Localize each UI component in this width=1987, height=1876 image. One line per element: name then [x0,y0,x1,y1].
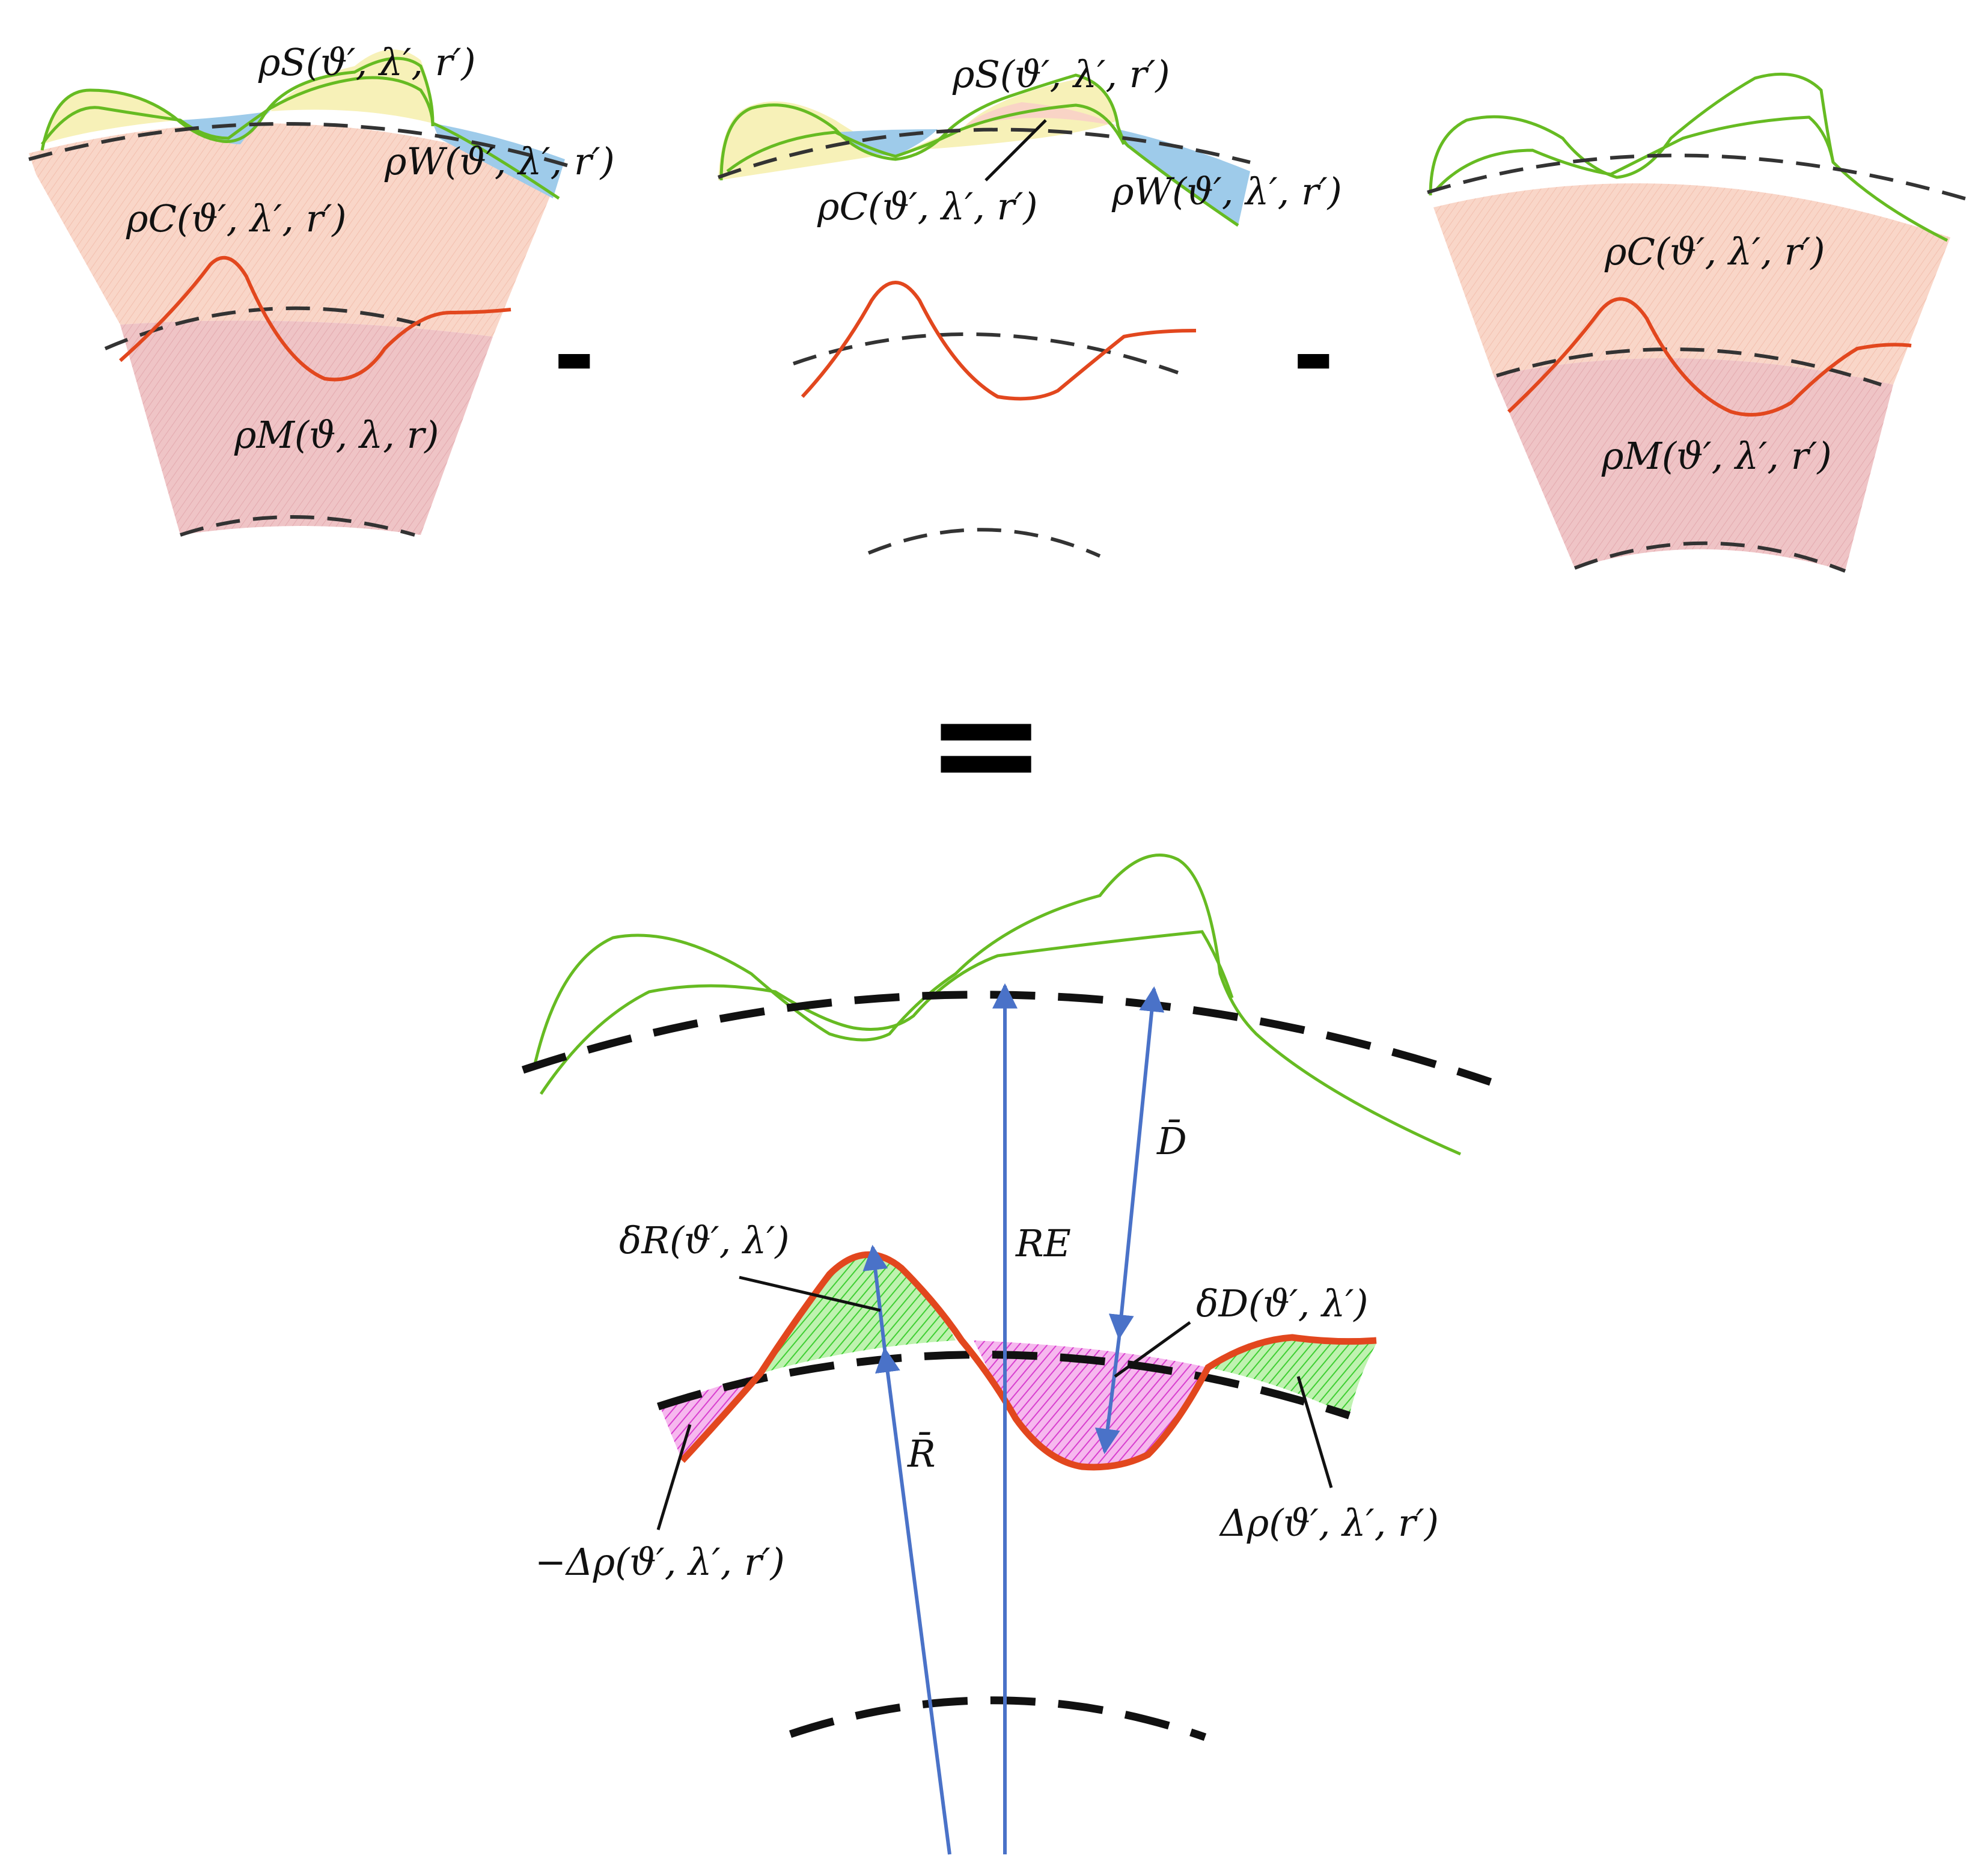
positive-anomaly-peak [760,1254,956,1373]
moho-reference-line [1496,347,1882,387]
sediment-region [42,90,180,144]
crust-region [1433,183,1950,385]
r-bar-label: R̄ [907,1432,936,1476]
upper-crust-band [29,123,559,174]
rho-c-label: ρC(ϑ′, λ′, r′) [1604,230,1825,273]
rho-m-label: ρM(ϑ, λ, r) [234,413,439,457]
delta-r-leader-line [739,1276,881,1312]
crust-sliver [962,102,1118,129]
water-region-small [180,111,270,144]
equals-operator: = [926,659,1046,828]
delta-rho-label: Δρ(ϑ′, λ′, r′) [1219,1501,1439,1545]
panel-bottom: D̄ RE δR(ϑ′, λ′) δD(ϑ′, λ′) R̄ −Δρ(ϑ′, λ… [521,854,1492,1855]
minus-operator: - [553,296,596,415]
reference-surface-line [1427,153,1975,203]
rbar-arrow [874,1346,951,1855]
rho-w-label: ρW(ϑ′, λ′, r′) [1111,170,1342,213]
topography-line [719,73,1239,227]
neg-delta-rho-label: −Δρ(ϑ′, λ′, r′) [535,1540,785,1584]
delta-r-label: δR(ϑ′, λ′) [619,1218,790,1262]
rho-w-label: ρW(ϑ′, λ′, r′) [384,139,615,183]
topography-line [533,854,1461,1156]
topography-line-2 [726,103,1126,173]
rho-m-label: ρM(ϑ′, λ′, r′) [1601,434,1832,478]
water-region-right [1118,129,1250,225]
topography-line-2 [539,930,1234,1095]
rho-s-label: ρS(ϑ′, λ′, r′) [952,52,1170,96]
reference-surface-line [28,122,578,170]
delta-d-leader-line [1114,1321,1191,1378]
neg-delta-rho-leader-line [656,1424,692,1530]
re-label: RE [1015,1221,1071,1265]
delta-d-label: δD(ϑ′, λ′) [1196,1282,1369,1325]
sediment-region-right [270,49,433,123]
d-bar-label: D̄ [1156,1119,1187,1163]
delta-d-arrow [1094,1337,1121,1455]
rho-c-leader-line [984,119,1047,182]
positive-anomaly-right [1208,1337,1376,1416]
moho-line [1507,297,1912,417]
reference-surface-line [717,127,1251,179]
topography-line-2 [1435,115,1835,191]
topography-line-2 [40,76,435,145]
panel-left: ρS(ϑ′, λ′, r′) ρW(ϑ′, λ′, r′) ρC(ϑ′, λ′,… [28,40,615,537]
rho-c-label: ρC(ϑ′, λ′, r′) [126,197,347,240]
bottom-boundary-line [1573,541,1846,573]
bottom-boundary-line [180,515,415,537]
moho-line [119,255,511,382]
moho-line [679,1251,1377,1471]
dbar-arrow [1108,986,1165,1340]
mantle-region [120,320,493,535]
delta-r-arrow [862,1244,888,1350]
bottom-boundary-line [867,528,1101,558]
panel-right: ρC(ϑ′, λ′, r′) ρM(ϑ′, λ′, r′) [1427,72,1975,573]
deep-boundary-line [789,1696,1207,1741]
moho-line [801,281,1197,401]
rho-c-label: ρC(ϑ′, λ′, r′) [817,185,1038,228]
rho-s-label: ρS(ϑ′, λ′, r′) [258,40,476,84]
panel-middle: ρS(ϑ′, λ′, r′) ρC(ϑ′, λ′, r′) ρW(ϑ′, λ′,… [717,52,1342,558]
delta-rho-leader-line [1296,1376,1333,1488]
crust-region [36,174,559,337]
mantle-region [1494,358,1893,571]
water-region-left [835,129,938,156]
moho-reference-line [793,332,1179,374]
minus-operator: - [1292,296,1335,415]
